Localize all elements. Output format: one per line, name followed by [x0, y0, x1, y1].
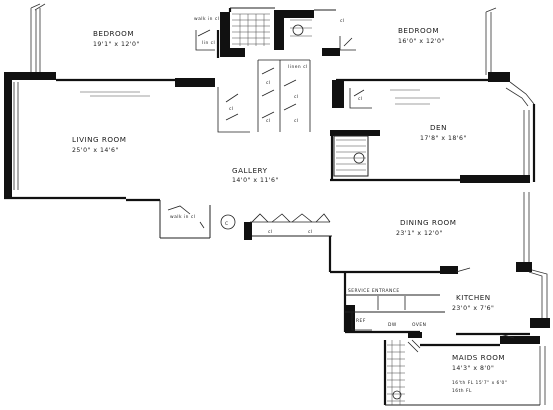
- label-walk-in-cl-top: walk in cl: [194, 16, 219, 22]
- room-dims-dining-room: 23'1" x 12'0": [396, 230, 443, 237]
- hatching: [80, 13, 440, 405]
- label-floor-note-b: 16th FL: [452, 388, 472, 394]
- room-name-bedroom-left: BEDROOM: [93, 29, 134, 38]
- label-walk-in-cl-gallery: walk in cl: [170, 214, 195, 220]
- label-floor-note: 16'th FL 15'7" x 6'0": [452, 380, 507, 386]
- room-name-maids-room: MAIDS ROOM: [452, 353, 505, 362]
- label-oven: OVEN: [412, 322, 426, 328]
- label-cl-gallery-5: cl: [266, 118, 271, 124]
- walls: [4, 3, 550, 406]
- label-cl-gallery-3: cl: [294, 94, 299, 100]
- label-cl-gallery-1: cl: [229, 106, 234, 112]
- fixture-labels: walk in cl lin cl cl linen cl cl cl cl c…: [170, 16, 507, 394]
- room-name-dining-room: DINING ROOM: [400, 218, 456, 227]
- label-cl-gallery-4: cl: [294, 118, 299, 124]
- room-dims-bedroom-left: 19'1" x 12'0": [93, 41, 140, 48]
- label-lin-cl: lin cl: [202, 40, 215, 46]
- room-name-gallery: GALLERY: [232, 166, 268, 175]
- doors: [167, 24, 515, 400]
- label-cl-dining-1: cl: [268, 229, 273, 235]
- label-ref: REF: [356, 318, 366, 324]
- room-name-bedroom-right: BEDROOM: [398, 26, 439, 35]
- label-cl-dining-2: cl: [308, 229, 313, 235]
- room-dims-bedroom-right: 16'0" x 12'0": [398, 38, 445, 45]
- room-dims-maids-room: 14'3" x 8'0": [452, 365, 494, 372]
- room-name-kitchen: KITCHEN: [456, 293, 491, 302]
- label-cl-top-right: cl: [340, 18, 345, 24]
- room-dims-living-room: 25'0" x 14'6": [72, 147, 119, 154]
- label-dw: DW: [388, 322, 397, 328]
- label-linen-cl: linen cl: [288, 64, 308, 70]
- room-dims-kitchen: 23'0" x 7'6": [452, 305, 494, 312]
- label-cl-den: cl: [358, 96, 363, 102]
- room-dims-gallery: 14'0" x 11'6": [232, 177, 279, 184]
- room-name-den: DEN: [430, 123, 447, 132]
- room-dims-den: 17'8" x 18'6": [420, 135, 467, 142]
- room-name-living-room: LIVING ROOM: [72, 135, 126, 144]
- room-labels: BEDROOM 19'1" x 12'0" BEDROOM 16'0" x 12…: [72, 26, 505, 372]
- gallery-marker: C: [225, 221, 229, 227]
- label-cl-gallery-2: cl: [266, 80, 271, 86]
- label-service-entrance: SERVICE ENTRANCE: [348, 288, 400, 294]
